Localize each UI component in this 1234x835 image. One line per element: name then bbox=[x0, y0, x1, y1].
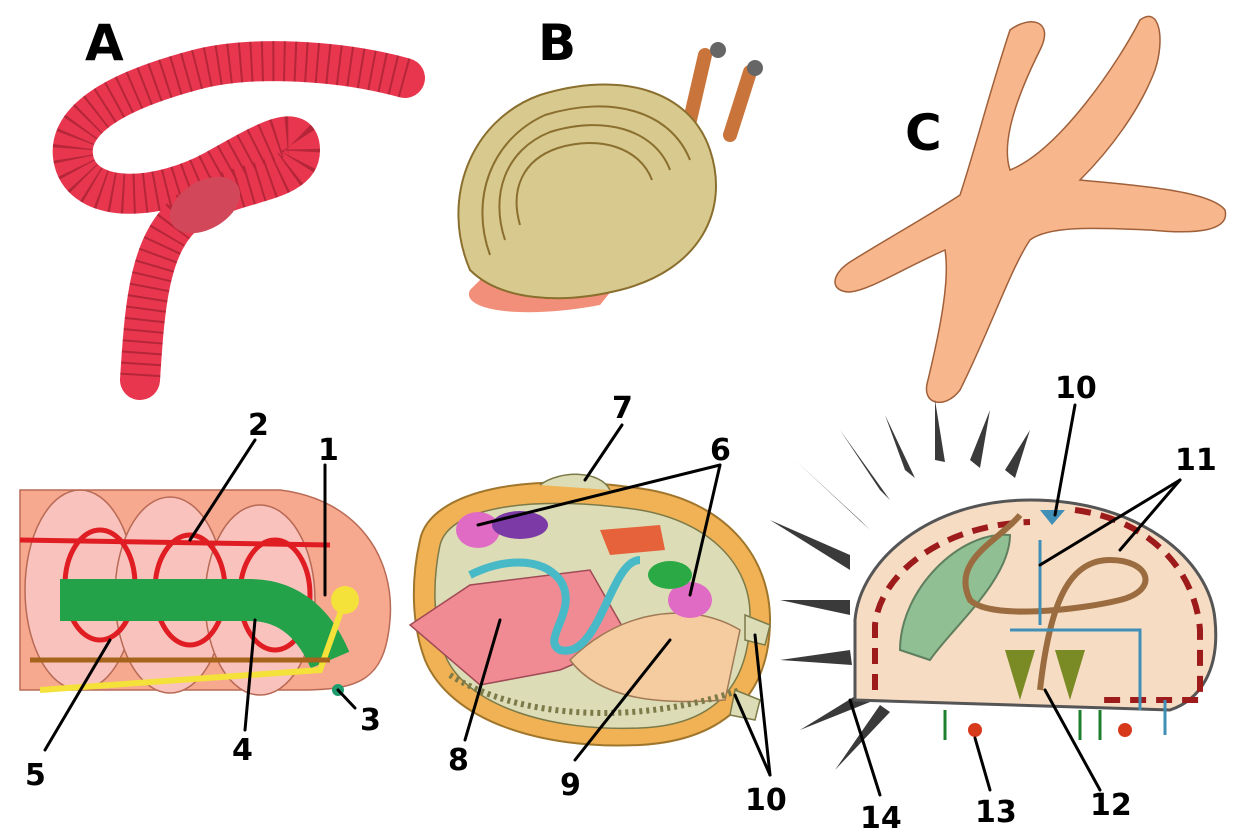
panel-letter-a: A bbox=[85, 14, 124, 72]
label-9: 9 bbox=[560, 768, 581, 803]
pedicellariae bbox=[968, 723, 1132, 737]
adductor-muscle-front bbox=[456, 512, 500, 548]
label-4: 4 bbox=[232, 733, 253, 768]
starfish-anatomy-diagram bbox=[770, 400, 1216, 770]
label-2: 2 bbox=[248, 408, 269, 443]
body-wall bbox=[855, 500, 1216, 710]
label-11: 11 bbox=[1175, 443, 1217, 478]
label-10-starfish: 10 bbox=[1055, 371, 1097, 406]
label-14: 14 bbox=[860, 801, 902, 835]
label-5: 5 bbox=[25, 758, 46, 793]
label-3: 3 bbox=[360, 703, 381, 738]
panel-letter-b: B bbox=[538, 14, 576, 72]
label-8: 8 bbox=[448, 743, 469, 778]
label-1: 1 bbox=[318, 433, 339, 468]
label-10-clam: 10 bbox=[745, 783, 787, 818]
clam-illustration bbox=[458, 42, 763, 312]
label-7: 7 bbox=[612, 391, 633, 426]
label-13: 13 bbox=[975, 795, 1017, 830]
label-12: 12 bbox=[1090, 788, 1132, 823]
earthworm-segments-diagram bbox=[20, 490, 390, 696]
starfish-illustration bbox=[835, 16, 1226, 402]
label-6: 6 bbox=[710, 433, 731, 468]
clam-anatomy-diagram bbox=[410, 474, 770, 745]
panel-letter-c: C bbox=[905, 104, 942, 162]
earthworm-illustration bbox=[73, 61, 405, 380]
tube-feet bbox=[945, 710, 1100, 740]
